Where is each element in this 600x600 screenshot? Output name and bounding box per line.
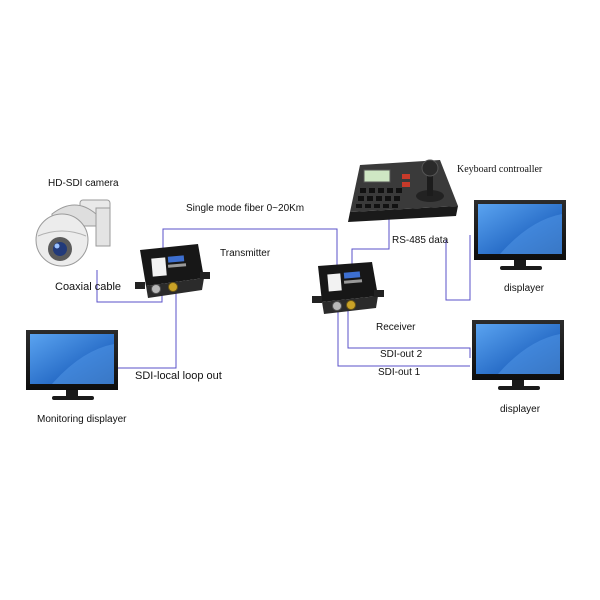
displayer-top-label: displayer — [504, 283, 545, 294]
sdi-out2-line — [347, 308, 471, 358]
receiver-label: Receiver — [376, 322, 416, 333]
fiber-line — [162, 228, 338, 266]
receiver-icon — [312, 262, 384, 314]
keyboard-controller-label: Keyboard controaller — [457, 164, 543, 175]
displayer-bottom-label: displayer — [500, 404, 541, 415]
camera-icon — [35, 199, 111, 267]
sdi-out1-line — [337, 312, 470, 367]
keyboard-displayer-line — [445, 235, 471, 301]
keypad — [356, 174, 410, 208]
connection-lines — [96, 219, 471, 369]
fiber-label: Single mode fiber 0~20Km — [186, 203, 305, 214]
camera-label: HD-SDI camera — [48, 178, 119, 189]
coaxial-cable-label: Coaxial cable — [55, 281, 122, 293]
sdi-out2-label: SDI-out 2 — [380, 349, 423, 360]
transmitter-icon — [135, 244, 210, 298]
monitor-icon — [472, 320, 564, 390]
monitor-icon — [26, 330, 118, 400]
transmitter-label: Transmitter — [220, 248, 271, 259]
loop-out-label: SDI-local loop out — [135, 370, 222, 382]
monitor-icon — [474, 200, 566, 270]
rs485-line — [351, 219, 390, 268]
coaxial-cable-line — [96, 270, 163, 303]
sdi-out1-label: SDI-out 1 — [378, 367, 421, 378]
rs485-label: RS-485 data — [392, 235, 449, 246]
loop-out-line — [118, 292, 177, 369]
monitoring-displayer-label: Monitoring displayer — [37, 414, 127, 425]
keyboard-controller-icon — [348, 159, 458, 222]
